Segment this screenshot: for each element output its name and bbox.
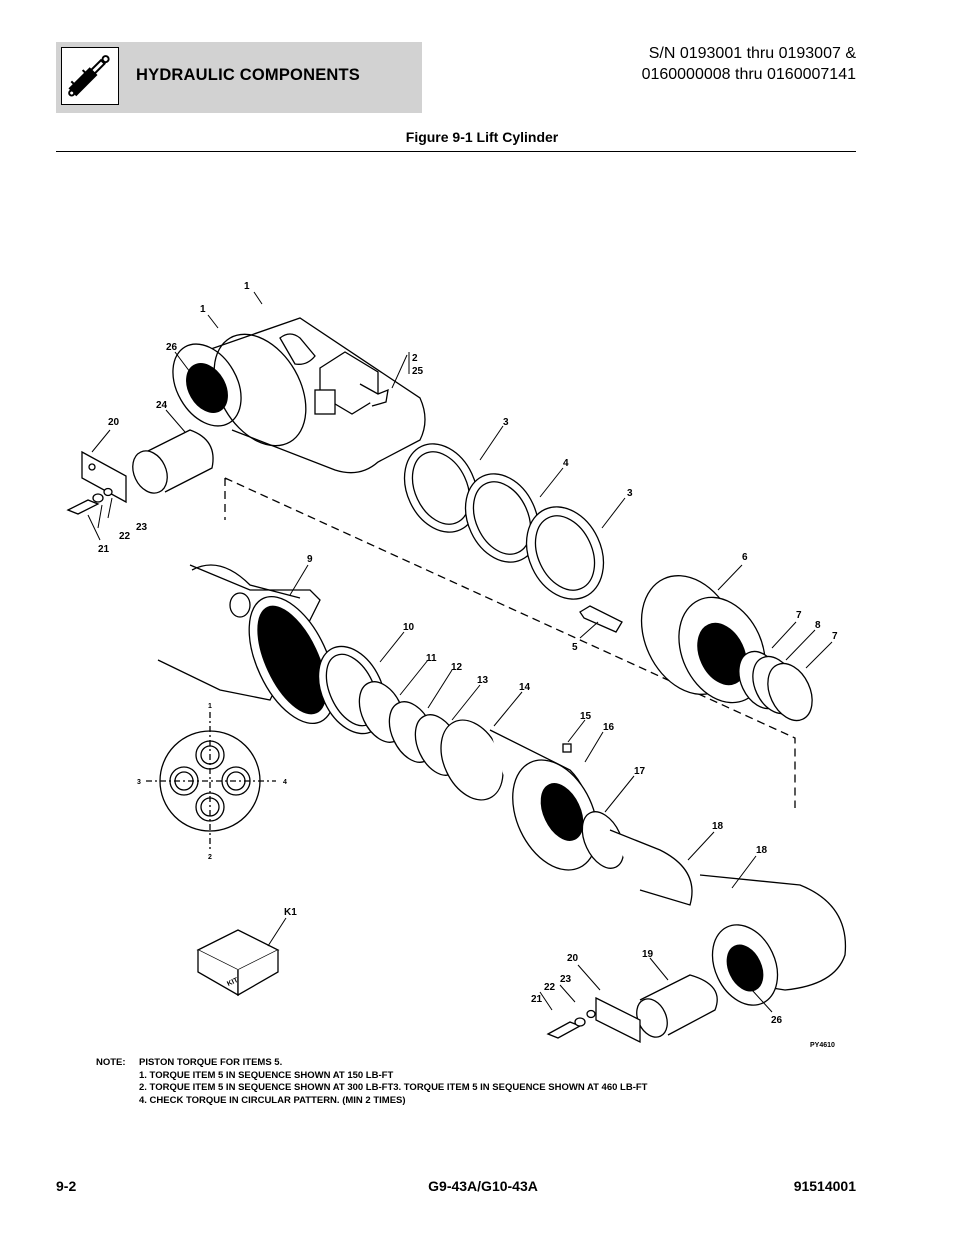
image-code: PY4610 xyxy=(810,1042,835,1049)
callout-label: 9 xyxy=(307,554,313,565)
callout-label: 11 xyxy=(426,653,437,664)
note-label: NOTE: xyxy=(96,1057,126,1068)
kit-label: KIT xyxy=(226,977,240,988)
note-line: 2. TORQUE ITEM 5 IN SEQUENCE SHOWN AT 30… xyxy=(139,1082,648,1093)
pattern-position-label: 1 xyxy=(208,703,212,710)
torque-notes: NOTE: PISTON TORQUE FOR ITEMS 5. 1. TORQ… xyxy=(96,1057,647,1107)
callout-label: 3 xyxy=(627,488,633,499)
serial-line-1: S/N 0193001 thru 0193007 & xyxy=(648,45,856,62)
callout-label: 5 xyxy=(572,642,578,653)
hydraulic-cylinder-icon xyxy=(61,47,119,105)
valve-block xyxy=(314,351,389,415)
callout-label: 21 xyxy=(98,544,110,555)
pattern-position-label: 4 xyxy=(283,779,287,786)
callout-label: 22 xyxy=(119,531,131,542)
serial-range: S/N 0193001 thru 0193007 & 0160000008 th… xyxy=(642,43,856,85)
callout-label: 25 xyxy=(412,366,424,377)
callout-label: 16 xyxy=(603,722,615,733)
callout-label: 18 xyxy=(712,821,724,832)
callout-labels: 1 1 26 2 25 24 20 3 4 3 23 22 21 9 6 5 7… xyxy=(98,281,838,1026)
callout-label: 8 xyxy=(815,620,821,631)
callout-label: 26 xyxy=(771,1015,783,1026)
note-line: 4. CHECK TORQUE IN CIRCULAR PATTERN. (MI… xyxy=(139,1094,406,1106)
pattern-labels: 1 2 3 4 xyxy=(137,703,287,861)
callout-label: 18 xyxy=(756,845,768,856)
callout-label: 23 xyxy=(560,974,572,985)
callout-label: 15 xyxy=(580,711,592,722)
pattern-position-label: 2 xyxy=(208,854,212,861)
callout-label: 7 xyxy=(796,610,802,621)
pin-upper xyxy=(132,429,214,494)
callout-label: 4 xyxy=(563,458,569,469)
section-header: HYDRAULIC COMPONENTS xyxy=(56,42,422,113)
callout-label: K1 xyxy=(284,907,297,918)
callout-label: 24 xyxy=(156,400,168,411)
callout-label: 23 xyxy=(136,522,148,533)
callout-label: 1 xyxy=(200,304,206,315)
callout-label: 2 xyxy=(412,353,418,364)
callout-label: 3 xyxy=(503,417,509,428)
callout-label: 12 xyxy=(451,662,463,673)
callout-label: 10 xyxy=(403,622,415,633)
note-line: PISTON TORQUE FOR ITEMS 5. xyxy=(139,1057,283,1068)
figure-title: Figure 9-1 Lift Cylinder xyxy=(405,129,559,145)
callout-label: 20 xyxy=(108,417,120,428)
callout-label: 17 xyxy=(634,766,646,777)
kit-box xyxy=(196,929,280,997)
callout-label: 7 xyxy=(832,631,838,642)
header-rule xyxy=(56,151,856,152)
model-number: G9-43A/G10-43A xyxy=(428,1178,538,1194)
serial-line-2: 0160000008 thru 0160007141 xyxy=(641,66,856,83)
callout-label: 13 xyxy=(477,675,489,686)
callout-label: 1 xyxy=(244,281,250,292)
callout-label: 14 xyxy=(519,682,531,693)
callout-label: 6 xyxy=(742,552,748,563)
callout-label: 19 xyxy=(642,949,654,960)
document-number: 91514001 xyxy=(793,1178,856,1194)
callout-label: 26 xyxy=(166,342,178,353)
pattern-position-label: 3 xyxy=(137,779,141,786)
bolt-pattern xyxy=(146,712,276,850)
note-line: 1. TORQUE ITEM 5 IN SEQUENCE SHOWN AT 15… xyxy=(139,1069,394,1081)
callout-label: 22 xyxy=(544,982,556,993)
callout-label: 21 xyxy=(531,994,543,1005)
page-number: 9-2 xyxy=(56,1178,77,1194)
callout-label: 20 xyxy=(567,953,579,964)
section-title: HYDRAULIC COMPONENTS xyxy=(136,66,361,84)
